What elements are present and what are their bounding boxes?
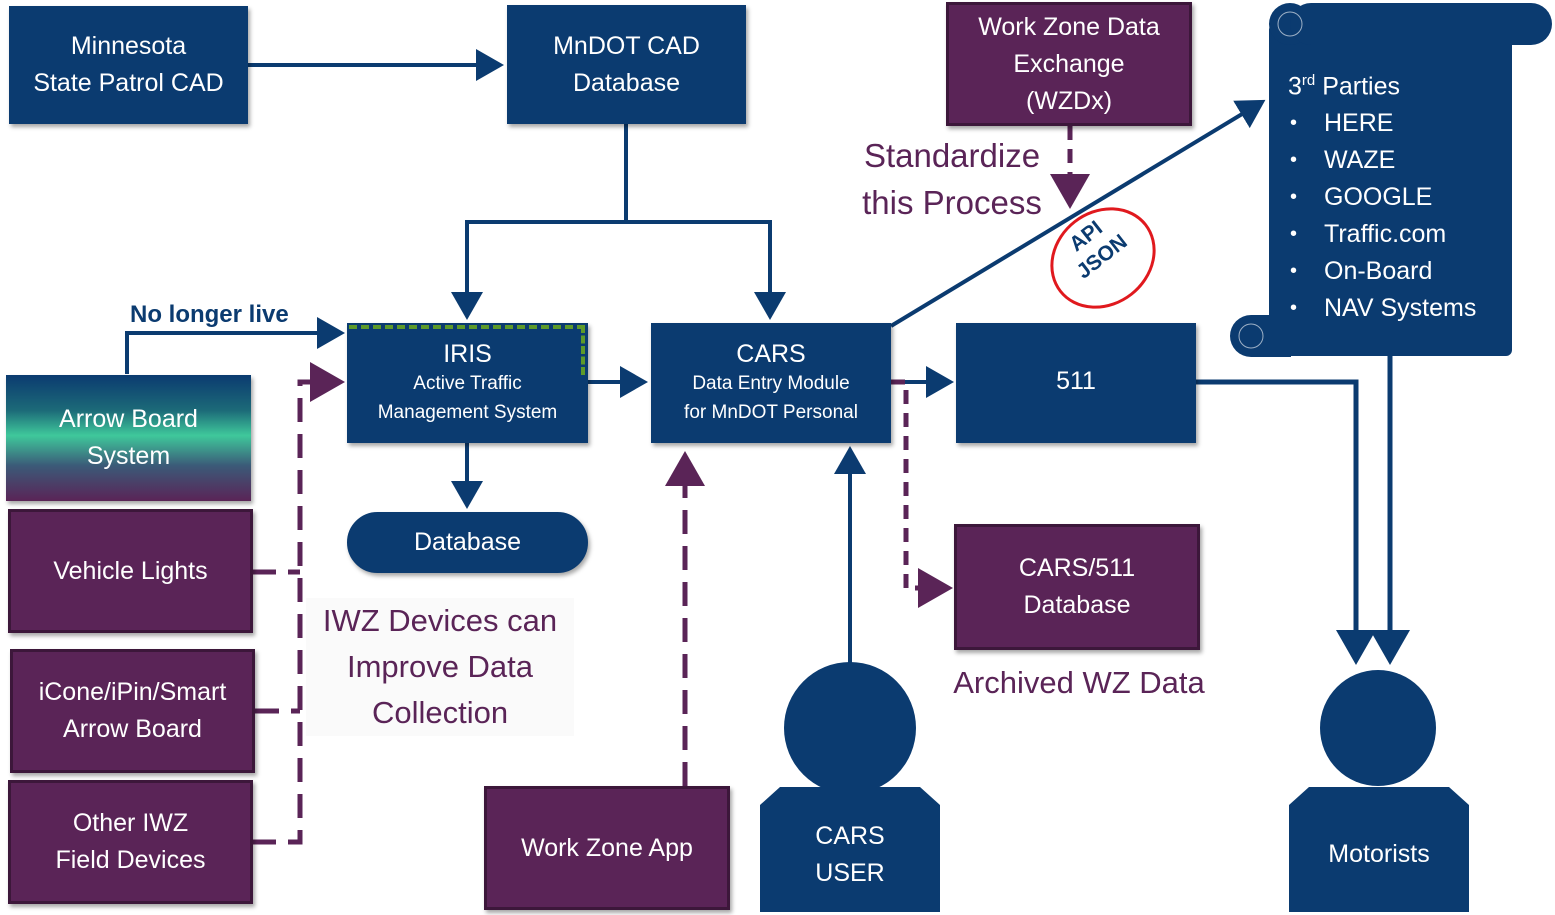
cars-user-icon: [760, 662, 940, 912]
iwz-devices-annotation: IWZ Devices can Improve Data Collection: [306, 598, 574, 736]
icone-box: iCone/iPin/Smart Arrow Board: [10, 649, 255, 773]
motorists-label: Motorists: [1289, 836, 1469, 873]
msp-cad-line-1: Minnesota: [70, 32, 187, 60]
motorist-icon: [1289, 670, 1469, 912]
wzdx-line-2: Exchange: [1013, 49, 1125, 78]
connector-arrowboard-to-iris: [125, 317, 345, 374]
third-party-waze: WAZE: [1288, 142, 1512, 179]
third-parties-heading-sup: rd: [1301, 72, 1316, 89]
third-party-nav-systems: NAV Systems: [1288, 290, 1512, 327]
icone-line-1: iCone/iPin/Smart: [38, 678, 227, 706]
cars511-db-line-2: Database: [1023, 591, 1131, 619]
database-label: Database: [413, 528, 522, 556]
standardize-annotation: Standardize this Process: [846, 132, 1058, 226]
work-zone-app-label: Work Zone App: [521, 833, 693, 862]
mndot-cad-box: MnDOT CAD Database: [507, 5, 746, 124]
standardize-line-1: Standardize: [863, 137, 1041, 174]
scroll-curl-top: [1277, 11, 1303, 37]
cars-user-label: CARS USER: [760, 818, 940, 892]
cars511-db-box: CARS/511 Database: [954, 524, 1200, 650]
dashed-connector-devices-to-iris: [252, 382, 340, 845]
iris-subtitle-2: Management System: [377, 402, 558, 423]
icone-line-2: Arrow Board: [63, 715, 202, 743]
third-party-onboard: On-Board: [1288, 253, 1512, 290]
standardize-line-2: this Process: [862, 184, 1042, 221]
msp-cad-box: Minnesota State Patrol CAD: [9, 6, 248, 124]
mndot-cad-line-2: Database: [572, 68, 681, 97]
arrow-board-line-1: Arrow Board: [59, 405, 198, 433]
iris-green-dashed-frame: [349, 325, 585, 375]
five-one-one-label: 511: [1056, 367, 1096, 395]
other-iwz-box: Other IWZ Field Devices: [8, 780, 253, 904]
cars511-db-line-1: CARS/511: [1018, 554, 1136, 582]
mndot-cad-line-1: MnDOT CAD: [553, 31, 700, 60]
cars-subtitle-2: for MnDOT Personal: [684, 402, 858, 423]
cars-user-line-1: CARS: [815, 822, 885, 850]
connector-mndot-to-iris: [451, 124, 628, 320]
dashed-connector-cars-to-archive: [891, 379, 953, 608]
third-parties-heading-prefix: 3: [1288, 72, 1302, 101]
iwz-devices-line-2: Improve Data: [346, 649, 534, 684]
archived-wz-label: Archived WZ Data: [953, 665, 1205, 700]
msp-cad-line-2: State Patrol CAD: [33, 69, 224, 97]
work-zone-app-box: Work Zone App: [484, 786, 730, 910]
wzdx-box: Work Zone Data Exchange (WZDx): [946, 2, 1192, 126]
connector-511-to-motorists: [1196, 379, 1376, 665]
iris-subtitle-1: Active Traffic: [413, 373, 522, 394]
third-parties-list: 3rd Parties HERE WAZE GOOGLE Traffic.com…: [1288, 62, 1512, 327]
third-party-traffic-com: Traffic.com: [1288, 216, 1512, 253]
scroll-curl-bottom: [1238, 323, 1264, 349]
third-party-google: GOOGLE: [1288, 179, 1512, 216]
other-iwz-line-1: Other IWZ: [72, 809, 189, 837]
iris-box: IRIS Active Traffic Management System: [347, 323, 588, 443]
vehicle-lights-label: Vehicle Lights: [53, 556, 208, 585]
wzdx-line-1: Work Zone Data: [978, 12, 1160, 41]
arrow-cars-to-third-parties: [889, 99, 1266, 328]
third-parties-items: HERE WAZE GOOGLE Traffic.com On-Board NA…: [1288, 105, 1512, 327]
connector-mndot-to-cars: [626, 220, 786, 320]
vehicle-lights-box: Vehicle Lights: [8, 509, 253, 633]
iwz-devices-line-1: IWZ Devices can: [322, 603, 558, 638]
five-one-one-box: 511: [956, 323, 1196, 443]
wzdx-line-3: (WZDx): [1025, 86, 1113, 115]
other-iwz-line-2: Field Devices: [55, 846, 206, 874]
arrow-board-line-2: System: [86, 442, 171, 470]
cars-subtitle-1: Data Entry Module: [692, 373, 850, 394]
api-json-stamp: [1050, 207, 1156, 309]
cars-title: CARS: [736, 340, 806, 368]
cars-box: CARS Data Entry Module for MnDOT Persona…: [651, 323, 891, 443]
iris-title: IRIS: [443, 340, 492, 368]
arrow-board-box: Arrow Board System: [6, 375, 251, 501]
third-parties-heading-suffix: Parties: [1315, 72, 1401, 101]
third-party-here: HERE: [1288, 105, 1512, 142]
cars-user-line-2: USER: [815, 859, 885, 887]
no-longer-live-label: No longer live: [130, 301, 289, 328]
third-parties-heading: 3rd Parties: [1288, 62, 1512, 105]
iwz-devices-line-3: Collection: [371, 695, 509, 730]
motorists-text: Motorists: [1328, 840, 1430, 868]
database-pill: Database: [347, 512, 588, 573]
